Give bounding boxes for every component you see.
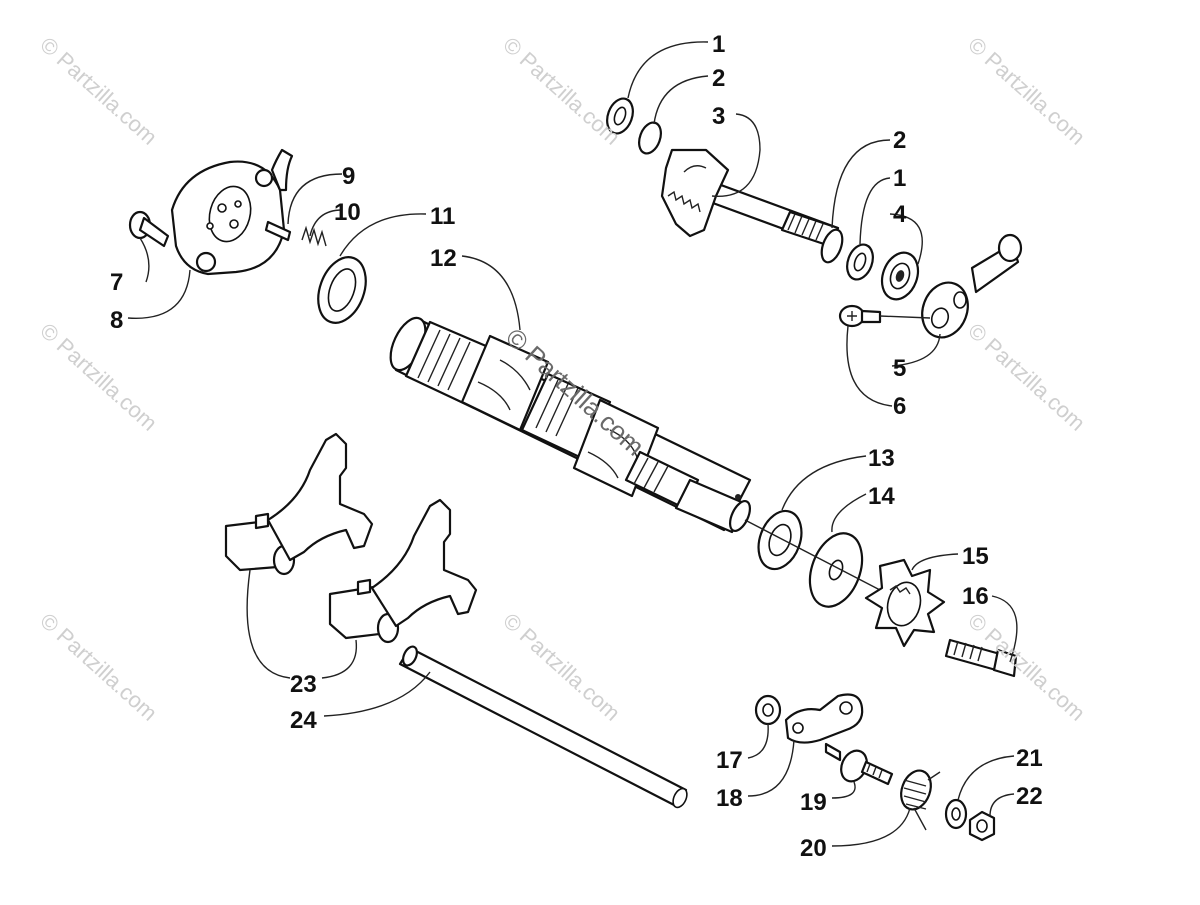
label-16: 16 [962,583,989,610]
label-21: 21 [1016,745,1043,772]
label-18: 18 [716,785,743,812]
leader-lines [127,41,1018,847]
label-13: 13 [868,445,895,472]
part-washer-14 [808,532,864,608]
part-washer-1-right [846,243,874,281]
part-nut-22 [968,810,996,842]
part-shift-shaft-3 [660,148,840,248]
part-washer-17 [754,694,782,726]
label-17: 17 [716,747,743,774]
part-shift-fork-23-upper [224,432,374,576]
part-spring-10 [301,225,327,247]
part-pin-19 [824,742,894,786]
label-9: 9 [342,163,355,190]
label-12: 12 [430,245,457,272]
label-19: 19 [800,789,827,816]
part-shift-arm-5 [921,233,1023,339]
label-8: 8 [110,307,123,334]
part-washer-21 [944,798,968,830]
label-2: 2 [712,65,725,92]
label-5: 5 [893,355,906,382]
part-washer-11 [317,256,367,324]
label-22: 22 [1016,783,1043,810]
label-23: 23 [290,671,317,698]
label-14: 14 [868,483,895,510]
label-20: 20 [800,835,827,862]
part-pin-9 [264,220,292,242]
label-7: 7 [110,269,123,296]
part-washer-13 [757,509,803,571]
part-bolt-16 [944,638,1018,678]
part-bearing-4 [880,251,920,301]
part-link-plate-18 [784,693,864,744]
label-15: 15 [962,543,989,570]
part-washer-1-top [606,97,634,135]
part-number-labels: 1 2 3 2 1 4 5 6 7 8 9 10 11 12 13 14 15 … [110,31,1043,862]
label-6: 6 [893,393,906,420]
part-snap-ring-2-top [638,121,662,155]
part-fork-shaft-24 [398,645,688,809]
part-snap-ring-2-right [820,228,844,264]
part-star-cam-15 [864,558,946,648]
label-1: 1 [712,31,725,58]
label-2b: 2 [893,127,906,154]
label-24: 24 [290,707,317,734]
part-shift-fork-23-lower [328,498,478,644]
part-bolt-6 [838,304,882,328]
label-1b: 1 [893,165,906,192]
label-11: 11 [430,203,455,230]
part-spring-20 [900,769,941,831]
label-4: 4 [893,201,907,228]
label-3: 3 [712,103,725,130]
part-shift-drum-12 [389,316,752,534]
part-detent-housing-8 [170,148,294,276]
part-bolt-7 [128,210,170,248]
label-10: 10 [334,199,361,226]
axis-line [744,519,881,591]
